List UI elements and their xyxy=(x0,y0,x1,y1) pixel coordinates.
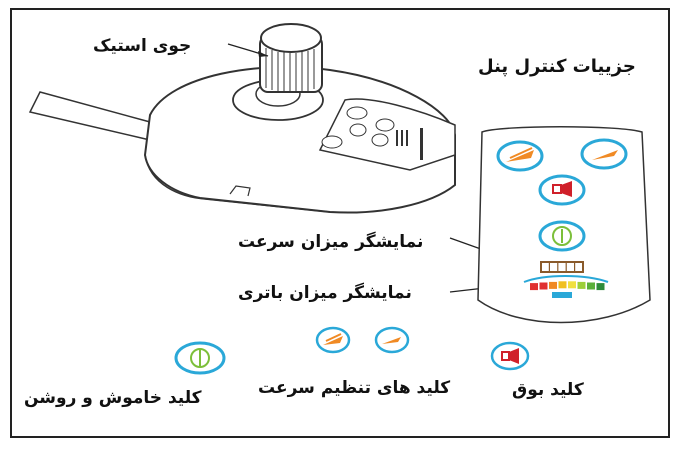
speed-arrow-icon xyxy=(323,336,343,345)
panel-power-key[interactable] xyxy=(538,220,586,252)
battery-indicator-label: نمایشگر میزان باتری xyxy=(238,283,412,303)
battery-level-segment xyxy=(558,281,567,289)
horn-icon xyxy=(501,348,519,364)
battery-level-segment xyxy=(539,282,548,290)
battery-level-segment xyxy=(568,281,576,289)
legend-horn-key xyxy=(490,341,530,371)
joystick-label: جوی استیک xyxy=(93,36,192,56)
battery-level-segment xyxy=(549,281,557,289)
figure-border xyxy=(10,8,670,438)
battery-level-segment xyxy=(596,283,605,291)
speed-arrow-icon xyxy=(382,337,401,344)
power-key-label: کلید خاموش و روشن xyxy=(24,388,202,408)
speed-indicator xyxy=(540,261,584,273)
battery-level-segment xyxy=(587,282,595,290)
horn-key-label: کلید بوق xyxy=(512,380,584,400)
battery-icon xyxy=(552,292,572,298)
panel-horn-key[interactable] xyxy=(538,174,586,206)
horn-icon xyxy=(552,181,572,197)
battery-indicator xyxy=(523,275,609,298)
battery-level-segment xyxy=(577,281,586,289)
panel-details-title: جزییات کنترل پنل xyxy=(478,56,636,77)
speed-keys-label: کلید های تنظیم سرعت xyxy=(258,378,451,398)
panel-speed-up-key[interactable] xyxy=(496,140,544,172)
panel-speed-down-key[interactable] xyxy=(580,138,628,170)
power-icon xyxy=(190,348,210,368)
speed-indicator-label: نمایشگر میزان سرعت xyxy=(238,232,424,252)
legend-speed-down-key xyxy=(374,326,410,354)
power-icon xyxy=(552,226,572,246)
battery-level-segment xyxy=(530,283,538,291)
legend-speed-up-key xyxy=(315,326,351,354)
legend-power-key xyxy=(174,341,226,375)
